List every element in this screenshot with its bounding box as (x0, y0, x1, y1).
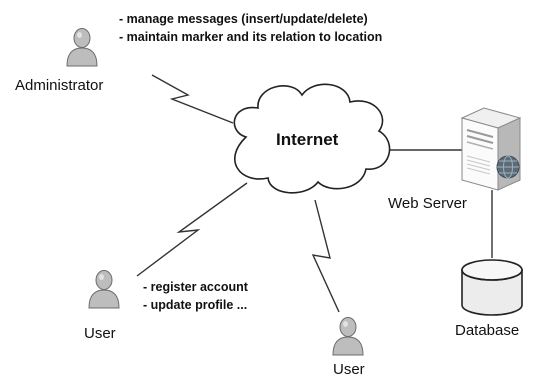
internet-label: Internet (276, 130, 339, 149)
server-icon (460, 107, 522, 191)
user-icon (66, 28, 98, 67)
web-server-label: Web Server (388, 195, 467, 212)
note-line: - maintain marker and its relation to lo… (119, 30, 383, 44)
user-icon (332, 317, 364, 356)
user-icon (88, 270, 120, 309)
connection-user-bottom-internet (311, 199, 340, 313)
user-notes: - register account - update profile ... (143, 278, 248, 314)
user-bottom-label: User (333, 361, 365, 378)
note-line: - register account (143, 280, 248, 294)
user-left-label: User (84, 325, 116, 342)
connection-user-left-internet (136, 182, 248, 277)
cloud-icon (233, 83, 391, 194)
database-icon (461, 259, 523, 316)
administrator-notes: - manage messages (insert/update/delete)… (119, 10, 382, 46)
connection-administrator-internet (151, 74, 234, 124)
database-label: Database (455, 322, 520, 339)
administrator-label: Administrator (15, 77, 104, 94)
note-line: - manage messages (insert/update/delete) (119, 12, 368, 26)
note-line: - update profile ... (143, 298, 248, 312)
connections (136, 74, 493, 313)
